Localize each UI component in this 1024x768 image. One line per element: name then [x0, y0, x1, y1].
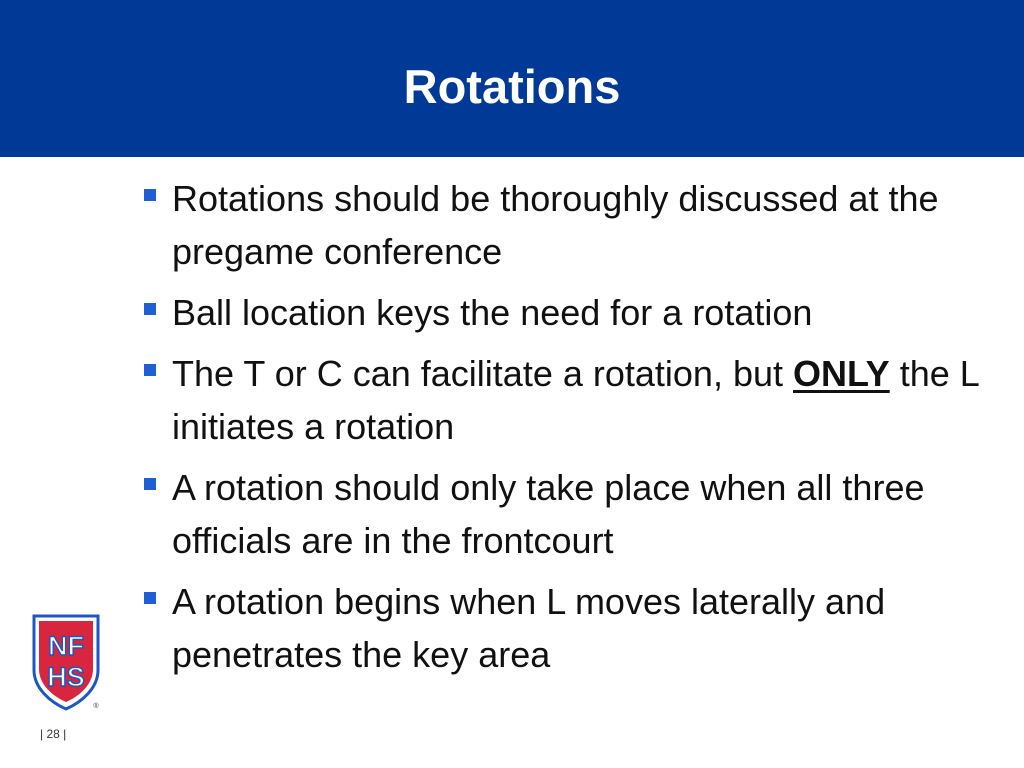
- nfhs-shield-logo-icon: NF HS ®: [32, 614, 100, 711]
- square-bullet-icon: [144, 364, 156, 376]
- square-bullet-icon: [144, 478, 156, 490]
- bullet-item-1: Rotations should be thoroughly discussed…: [140, 172, 1010, 278]
- bullet-list: Rotations should be thoroughly discussed…: [140, 172, 1010, 689]
- title-bar: [0, 0, 1024, 157]
- square-bullet-icon: [144, 303, 156, 315]
- logo-text-top: NF: [48, 631, 84, 661]
- bullet-text: A rotation begins when L moves laterally…: [172, 581, 886, 675]
- bullet-emphasis: ONLY: [793, 353, 890, 394]
- bullet-item-4: A rotation should only take place when a…: [140, 461, 1010, 567]
- square-bullet-icon: [144, 189, 156, 201]
- logo-text-bottom: HS: [47, 662, 85, 692]
- registered-mark: ®: [93, 702, 99, 710]
- slide-title: Rotations: [403, 60, 621, 113]
- page-number: | 28 |: [40, 727, 67, 741]
- bullet-item-2: Ball location keys the need for a rotati…: [140, 286, 1010, 339]
- bullet-text-pre: The T or C can facilitate a rotation, bu…: [172, 353, 793, 394]
- bullet-text: Rotations should be thoroughly discussed…: [172, 178, 939, 272]
- bullet-item-5: A rotation begins when L moves laterally…: [140, 575, 1010, 681]
- bullet-text: Ball location keys the need for a rotati…: [172, 292, 813, 333]
- bullet-text-post: the L initiates a rotation: [172, 353, 979, 447]
- bullet-item-3: The T or C can facilitate a rotation, bu…: [140, 347, 1010, 453]
- bullet-text: A rotation should only take place when a…: [172, 467, 925, 561]
- square-bullet-icon: [144, 592, 156, 604]
